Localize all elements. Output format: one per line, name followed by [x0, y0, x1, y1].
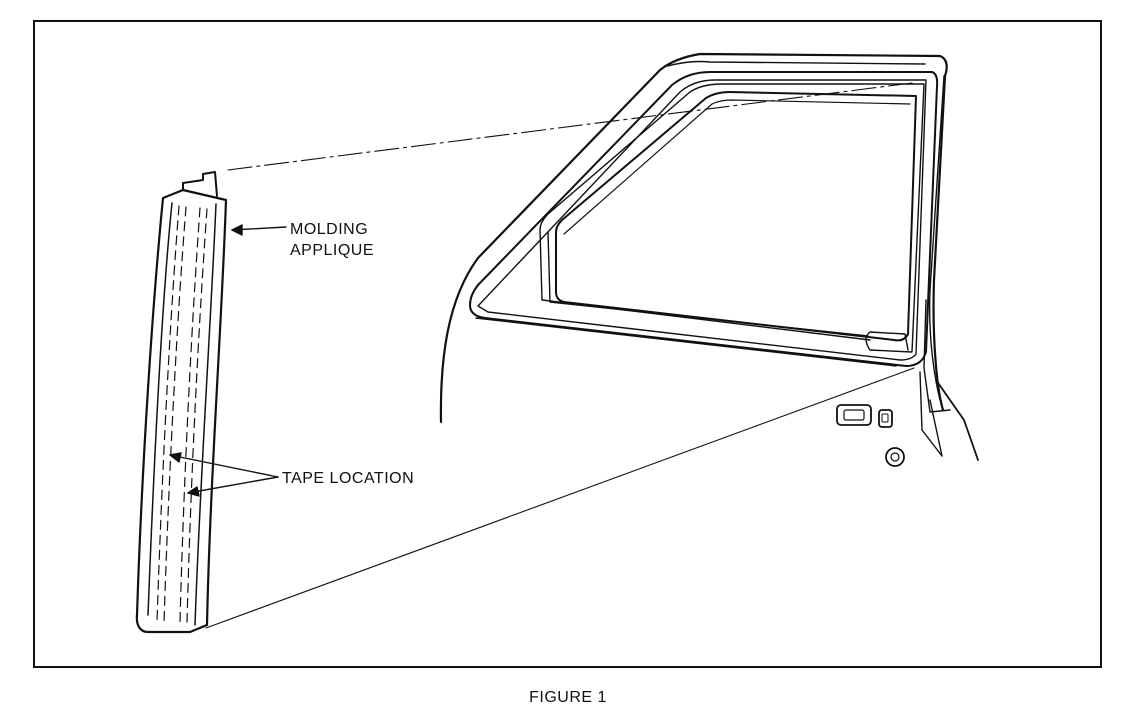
molding-applique-part	[135, 171, 228, 634]
label-molding: MOLDING	[290, 221, 369, 238]
leader-arrows	[169, 224, 287, 497]
label-tape-location: TAPE LOCATION	[282, 470, 415, 487]
vehicle-door	[439, 52, 979, 467]
figure-frame	[33, 20, 1102, 668]
figure-caption: FIGURE 1	[529, 689, 607, 706]
projection-lines	[205, 82, 915, 629]
label-applique: APPLIQUE	[290, 242, 375, 259]
